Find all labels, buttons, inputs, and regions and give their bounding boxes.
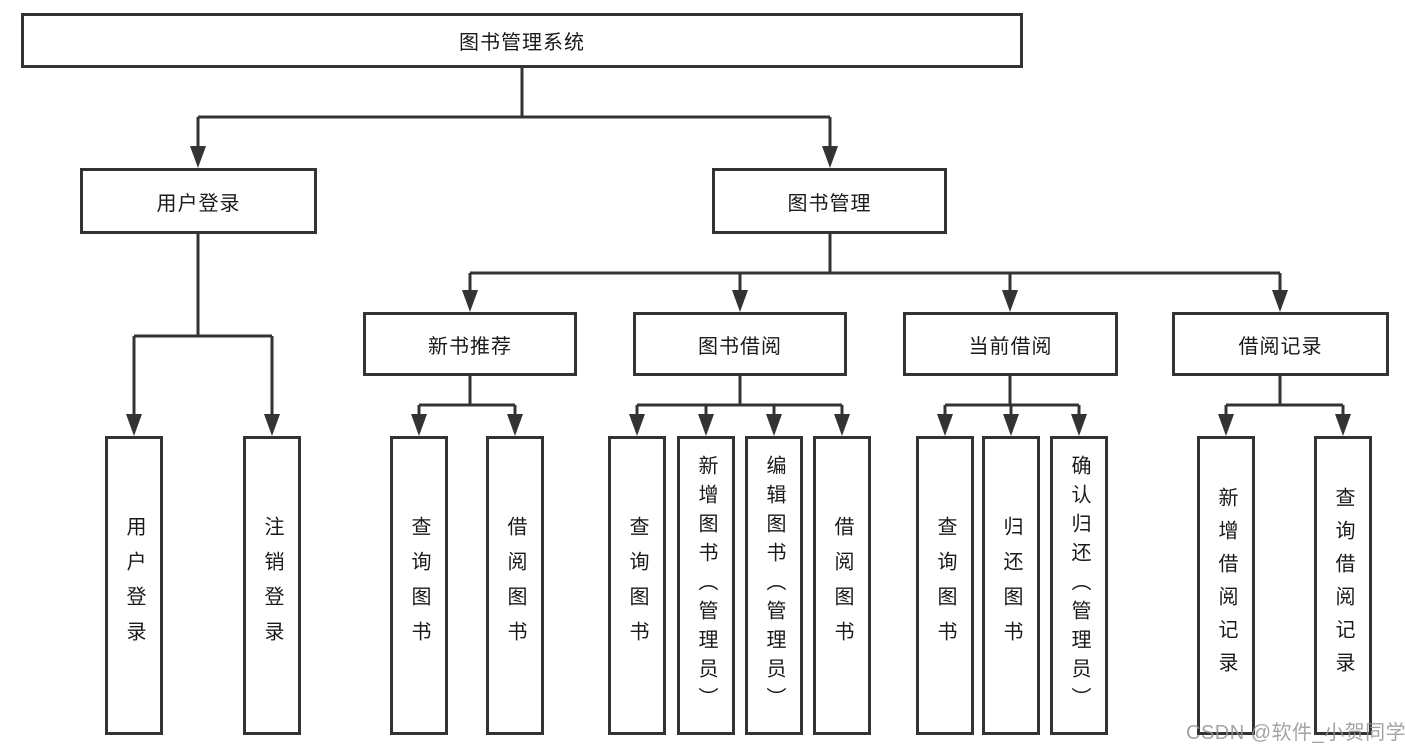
node-root-label: 图书管理系统 bbox=[459, 32, 585, 54]
node-book-management: 图书管理 bbox=[712, 168, 947, 234]
leaf-borrow-books-1-label: 借阅图书 bbox=[504, 515, 526, 656]
leaf-confirm-return-admin-label: 确认归还（管理员） bbox=[1068, 455, 1090, 716]
node-current-borrow-label: 当前借阅 bbox=[968, 335, 1053, 358]
leaf-add-books-admin: 新增图书（管理员） bbox=[677, 436, 735, 735]
leaf-confirm-return-admin: 确认归还（管理员） bbox=[1050, 436, 1108, 735]
leaf-add-borrow-record-label: 新增借阅记录 bbox=[1215, 486, 1237, 685]
leaf-query-books-2-label: 查询图书 bbox=[626, 515, 648, 656]
leaf-add-borrow-record: 新增借阅记录 bbox=[1197, 436, 1255, 735]
leaf-query-borrow-record-label: 查询借阅记录 bbox=[1332, 486, 1354, 685]
node-new-book-recommend: 新书推荐 bbox=[363, 312, 577, 376]
node-borrow-records-label: 借阅记录 bbox=[1238, 335, 1323, 358]
leaf-logout-label: 注销登录 bbox=[261, 515, 283, 656]
leaf-user-login: 用户登录 bbox=[105, 436, 163, 735]
leaf-add-books-admin-label: 新增图书（管理员） bbox=[695, 455, 717, 716]
leaf-return-books: 归还图书 bbox=[982, 436, 1040, 735]
csdn-watermark: CSDN @软件_小贺同学 bbox=[1186, 722, 1405, 744]
leaf-borrow-books-2-label: 借阅图书 bbox=[831, 515, 853, 656]
leaf-query-books-3-label: 查询图书 bbox=[934, 515, 956, 656]
node-user-login-label: 用户登录 bbox=[156, 192, 241, 215]
leaf-logout: 注销登录 bbox=[243, 436, 301, 735]
leaf-query-books-3: 查询图书 bbox=[916, 436, 974, 735]
node-borrow-records: 借阅记录 bbox=[1172, 312, 1389, 376]
leaf-edit-books-admin: 编辑图书（管理员） bbox=[745, 436, 803, 735]
node-user-login: 用户登录 bbox=[80, 168, 317, 234]
leaf-query-books-1: 查询图书 bbox=[390, 436, 448, 735]
node-root: 图书管理系统 bbox=[21, 13, 1023, 68]
node-book-borrow-label: 图书借阅 bbox=[698, 335, 782, 358]
leaf-query-books-1-label: 查询图书 bbox=[408, 515, 430, 656]
leaf-query-books-2: 查询图书 bbox=[608, 436, 666, 735]
leaf-borrow-books-2: 借阅图书 bbox=[813, 436, 871, 735]
leaf-edit-books-admin-label: 编辑图书（管理员） bbox=[763, 455, 785, 716]
node-book-borrow: 图书借阅 bbox=[633, 312, 847, 376]
leaf-borrow-books-1: 借阅图书 bbox=[486, 436, 544, 735]
leaf-query-borrow-record: 查询借阅记录 bbox=[1314, 436, 1372, 735]
node-new-book-recommend-label: 新书推荐 bbox=[428, 335, 512, 358]
leaf-return-books-label: 归还图书 bbox=[1000, 515, 1022, 656]
node-book-management-label: 图书管理 bbox=[787, 192, 872, 215]
node-current-borrow: 当前借阅 bbox=[903, 312, 1118, 376]
leaf-user-login-label: 用户登录 bbox=[123, 515, 145, 656]
